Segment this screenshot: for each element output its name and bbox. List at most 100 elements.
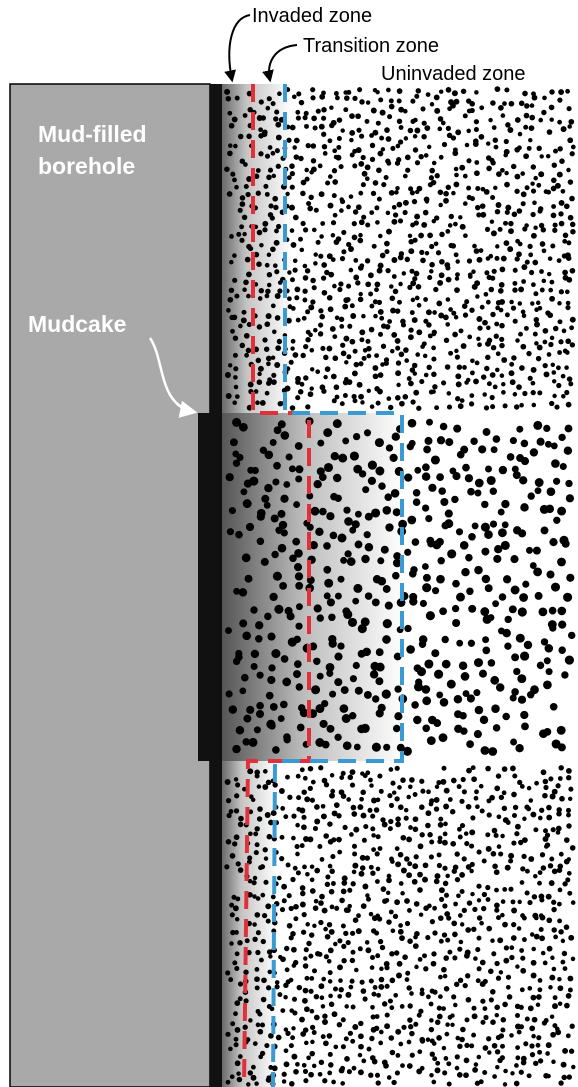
grain	[567, 796, 573, 802]
grain	[404, 154, 411, 161]
grain	[531, 1033, 536, 1039]
grain	[539, 807, 545, 813]
grain	[407, 127, 414, 134]
grain	[229, 438, 238, 447]
grain	[518, 331, 523, 337]
grain	[291, 1053, 298, 1060]
grain	[562, 232, 569, 239]
grain	[557, 97, 563, 103]
grain	[357, 946, 363, 952]
grain	[454, 348, 459, 354]
grain	[453, 901, 458, 907]
grain	[392, 571, 400, 580]
grain	[247, 855, 253, 861]
grain	[549, 537, 558, 547]
grain	[227, 296, 234, 303]
grain	[237, 981, 244, 987]
grain	[358, 161, 365, 167]
grain	[467, 334, 473, 340]
grain	[309, 976, 315, 981]
grain	[409, 310, 415, 316]
grain	[349, 782, 356, 788]
grain	[462, 173, 468, 179]
grain	[555, 825, 562, 832]
grain	[517, 674, 527, 684]
grain	[289, 184, 295, 190]
grain	[286, 922, 293, 929]
grain	[476, 336, 481, 342]
grain	[342, 824, 348, 830]
grain	[304, 796, 311, 803]
grain	[520, 343, 527, 350]
grain	[353, 826, 360, 833]
grain	[271, 173, 277, 179]
grain	[551, 906, 557, 913]
grain	[502, 886, 508, 892]
grain	[338, 281, 344, 287]
grain	[540, 638, 549, 646]
grain	[357, 87, 363, 93]
grain	[562, 269, 568, 276]
grain	[457, 977, 464, 983]
grain	[451, 90, 458, 97]
grain	[384, 1012, 390, 1018]
grain	[324, 881, 331, 887]
grain	[522, 90, 528, 97]
grain	[318, 765, 324, 771]
grain	[232, 841, 238, 847]
grain	[421, 133, 427, 140]
grain	[247, 878, 253, 884]
grain	[391, 1079, 397, 1086]
grain	[500, 167, 505, 173]
grain	[466, 587, 474, 596]
grain	[556, 258, 562, 263]
grain	[436, 780, 442, 786]
grain	[434, 1019, 441, 1026]
grain	[387, 998, 393, 1004]
grain	[404, 256, 411, 263]
grain	[281, 883, 288, 890]
grain	[466, 185, 472, 191]
grain	[259, 242, 264, 248]
grain	[346, 283, 352, 289]
grain	[509, 1033, 514, 1038]
grain	[565, 88, 570, 94]
grain	[451, 868, 457, 874]
grain	[349, 930, 356, 936]
grain	[379, 944, 386, 951]
grain	[402, 393, 409, 400]
grain	[258, 151, 264, 157]
grain	[233, 1036, 239, 1042]
grain	[493, 144, 499, 150]
grain	[459, 398, 465, 403]
grain	[476, 316, 483, 322]
grain	[422, 353, 428, 359]
grain	[378, 1029, 384, 1035]
grain	[570, 144, 576, 150]
grain	[425, 92, 431, 97]
grain	[320, 803, 326, 809]
grain	[455, 129, 462, 136]
grain	[333, 384, 340, 391]
grain	[412, 863, 419, 870]
grain	[382, 585, 391, 593]
grain	[292, 214, 299, 221]
grain	[560, 373, 566, 379]
grain	[477, 342, 482, 348]
grain	[452, 955, 458, 961]
grain	[341, 249, 347, 255]
grain	[483, 291, 489, 297]
grain	[391, 790, 397, 795]
grain	[512, 392, 518, 397]
grain	[349, 526, 357, 534]
grain	[291, 1026, 296, 1031]
grain	[247, 891, 253, 898]
grain	[320, 1004, 326, 1009]
grain	[517, 899, 522, 905]
grain	[549, 89, 555, 95]
grain	[543, 657, 551, 665]
grain	[488, 286, 495, 293]
grain	[320, 345, 326, 351]
grain	[250, 1074, 257, 1081]
grain	[456, 784, 462, 790]
